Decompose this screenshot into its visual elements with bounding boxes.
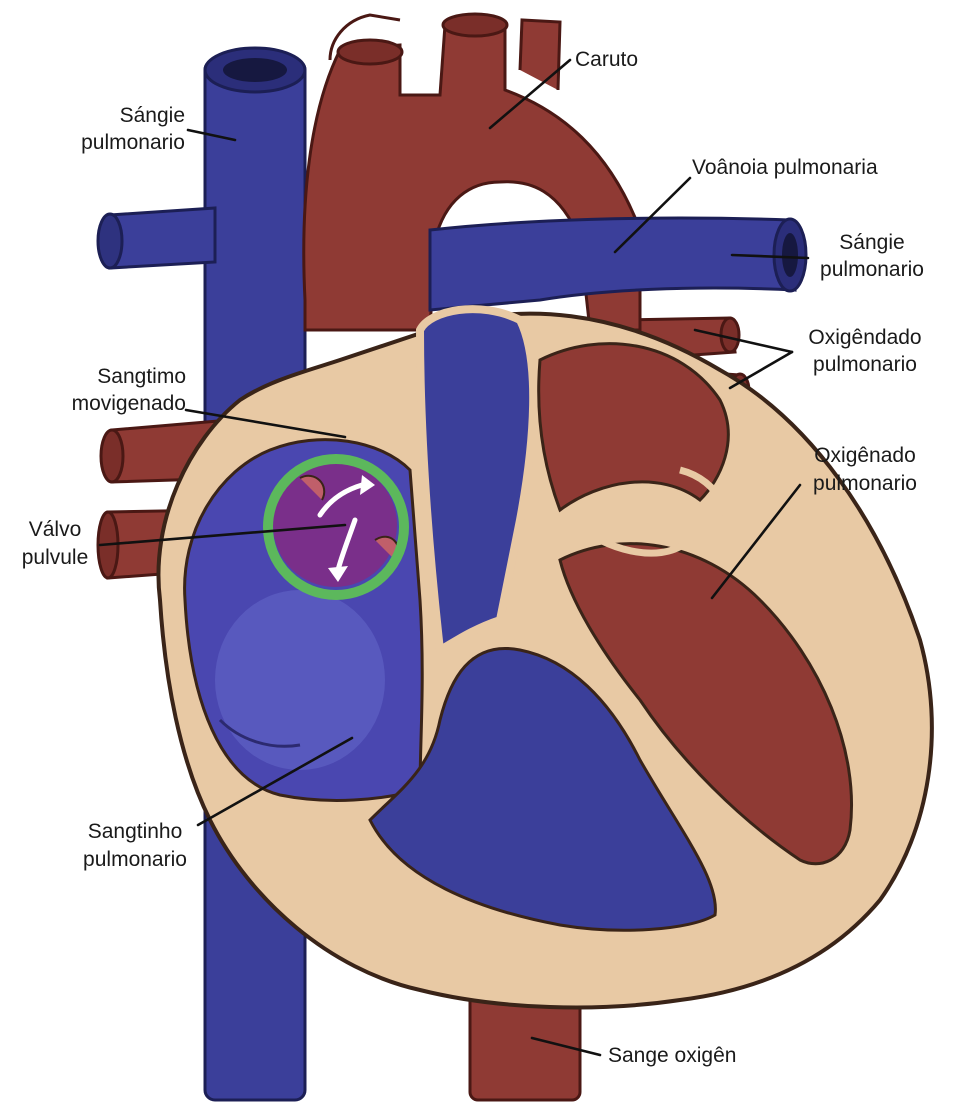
label-sangie-top-line2: pulmonario (81, 131, 185, 154)
label-sangtinho-line1: Sangtinho (88, 820, 183, 843)
highlight-ring (263, 454, 409, 600)
label-oxigenado-line1: Oxigênado (814, 444, 916, 467)
leader-sange-oxigen (530, 1036, 602, 1057)
label-sangtinho-line2: pulmonario (83, 848, 187, 871)
leader-sangtimo (184, 408, 347, 439)
label-valvo-line1: Válvo (29, 518, 82, 541)
shunt-arrow-down-icon (328, 517, 358, 582)
label-oxigendado-line2: pulmonario (813, 353, 917, 376)
septum-column (415, 305, 538, 657)
left-vein-branch (108, 206, 217, 270)
label-sangtimo-line2: movigenado (72, 392, 186, 415)
leader-voanoia (613, 176, 692, 254)
label-voanoia: Voânoia pulmonaria (692, 156, 878, 179)
leader-valvo (98, 523, 347, 547)
label-sange-oxigen: Sange oxigên (608, 1044, 736, 1067)
leader-sangie-right (730, 253, 810, 260)
label-caruto: Caruto (575, 48, 638, 71)
label-sangtimo-line1: Sangtimo (97, 365, 186, 388)
label-oxigenado-line2: pulmonario (813, 472, 917, 495)
label-sangie-right-line1: Sángie (839, 231, 904, 254)
leader-sangtinho (196, 736, 354, 827)
label-valvo-line2: pulvule (22, 546, 89, 569)
leader-oxigenado (710, 483, 802, 600)
leader-oxigendado-b (728, 350, 794, 390)
leader-sangie-top (186, 128, 237, 142)
aortic-arch (302, 20, 642, 332)
shunt-arrow-up-icon (317, 475, 375, 518)
label-oxigendado-line1: Oxigêndado (808, 326, 921, 349)
left-ventricle (558, 542, 854, 866)
right-ventricle (368, 647, 717, 932)
label-sangie-right-line2: pulmonario (820, 258, 924, 281)
leader-caruto (488, 58, 572, 130)
leader-oxigendado-a (693, 328, 794, 354)
label-sangie-top-line1: Sángie (120, 104, 185, 127)
